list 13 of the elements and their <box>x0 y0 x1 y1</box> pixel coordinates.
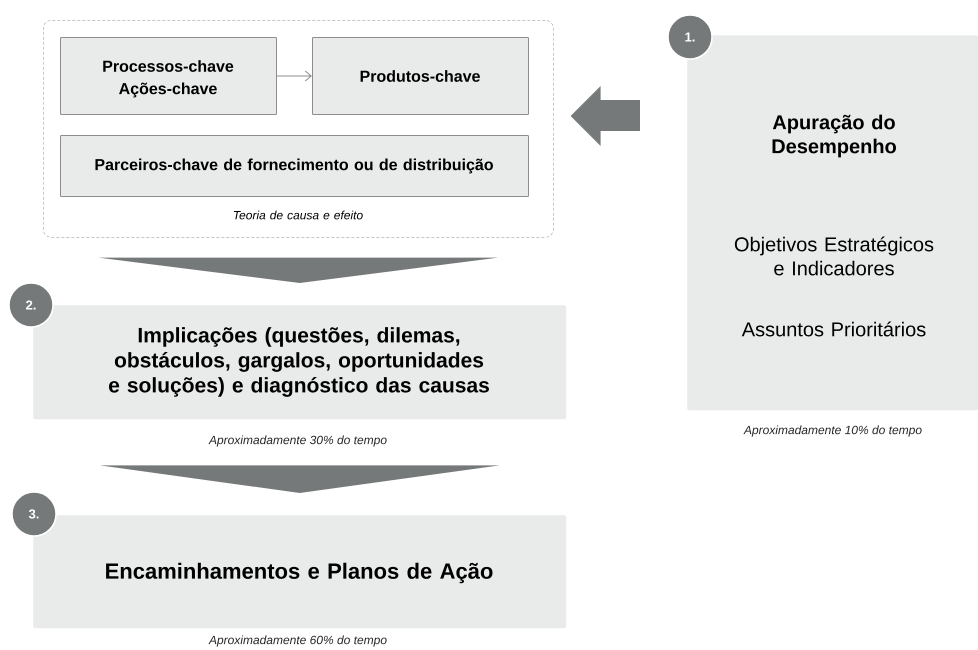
time-note: Aproximadamente 60% do tempo <box>208 635 387 647</box>
arrow <box>276 70 312 82</box>
time-note: Aproximadamente 10% do tempo <box>743 425 922 437</box>
concept-box: Parceiros-chave de fornecimento ou de distribuição <box>60 135 529 197</box>
block-arrow <box>98 258 498 283</box>
node-label: Objetivos Estratégicos e Indicadores <box>734 236 934 276</box>
time-note: Aproximadamente 30% do tempo <box>208 435 387 447</box>
concept-box: Processos-chave Ações-chave <box>60 37 277 115</box>
block-arrow <box>570 86 640 146</box>
block-arrow <box>100 465 500 493</box>
node-label: Assuntos Prioritários <box>742 322 926 336</box>
concept-box: Produtos-chave <box>312 37 529 115</box>
node-label: Apuração do Desempenho <box>772 114 896 158</box>
